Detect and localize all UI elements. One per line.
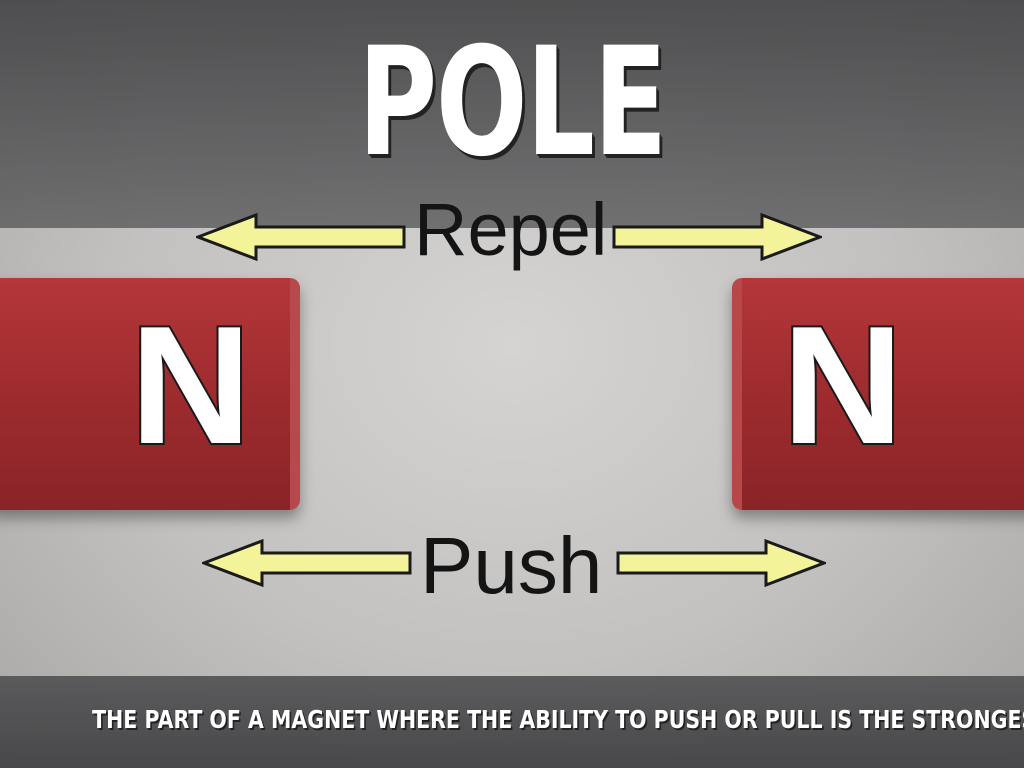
repel-label: Repel bbox=[414, 188, 608, 271]
left-magnet-letter: N bbox=[128, 291, 253, 479]
push-right-arrow-icon bbox=[616, 538, 826, 588]
push-label: Push bbox=[420, 521, 603, 610]
left-magnet: N bbox=[0, 278, 300, 510]
caption-band bbox=[0, 676, 1024, 768]
slide-title: POLE bbox=[358, 16, 667, 190]
push-left-arrow-icon bbox=[202, 538, 412, 588]
slide-caption: THE PART OF A MAGNET WHERE THE ABILITY T… bbox=[92, 705, 1024, 734]
right-magnet: N bbox=[732, 278, 1024, 510]
repel-right-arrow-icon bbox=[612, 212, 822, 262]
title-band bbox=[0, 0, 1024, 228]
repel-left-arrow-icon bbox=[196, 212, 406, 262]
right-magnet-letter: N bbox=[780, 291, 905, 479]
